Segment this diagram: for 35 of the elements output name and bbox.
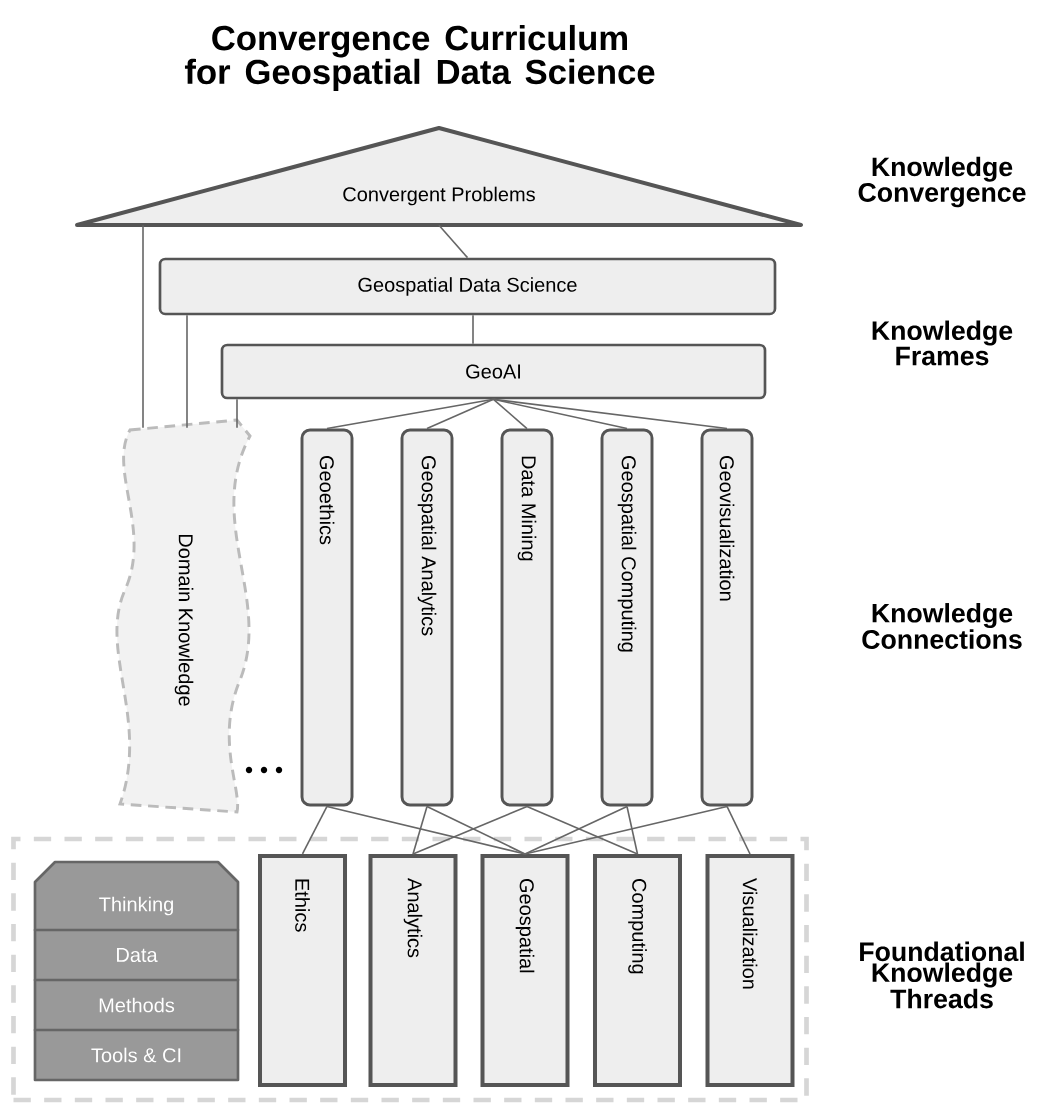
- thread-box: Analytics: [368, 854, 458, 1087]
- connector-line: [524, 805, 728, 855]
- connector-line: [236, 398, 238, 429]
- pillar-box: Data Mining: [500, 428, 554, 807]
- dashed-group-frame: [11, 836, 809, 1103]
- connector-line: [186, 314, 188, 429]
- title: Convergence Curriculum for Geospatial Data Science: [184, 24, 655, 92]
- connector-line: [412, 805, 428, 855]
- connector-line: [301, 805, 328, 855]
- section-label: Foundational Knowledge Threads: [860, 941, 1024, 1009]
- thread-box: Visualization: [705, 854, 795, 1087]
- pillar-box: Geoethics: [300, 428, 354, 807]
- thread-box: Ethics: [258, 854, 347, 1087]
- roof-triangle: Convergent Problems: [75, 126, 803, 227]
- pillar-box: Geospatial Analytics: [400, 428, 454, 807]
- pillar-box: Geovisualization: [700, 428, 754, 807]
- section-label: Knowledge Convergence: [858, 156, 1026, 208]
- thread-box: Computing: [593, 854, 682, 1087]
- thread-box: Geospatial: [480, 854, 570, 1087]
- connector-line: [472, 314, 474, 345]
- connector-line: [626, 805, 639, 855]
- connector-line: [492, 398, 728, 430]
- section-label: Knowledge Frames: [872, 320, 1013, 366]
- frame-box: GeoAI: [220, 343, 767, 400]
- connector-line: [492, 398, 528, 430]
- connector-line: [426, 398, 495, 430]
- pillar-box: Geospatial Computing: [600, 428, 654, 807]
- stack-layer: Thinking: [33, 860, 240, 932]
- connector-line: [438, 224, 469, 259]
- connector-line: [726, 805, 751, 855]
- connector-line: [142, 224, 144, 429]
- connector-line: [492, 398, 628, 430]
- frame-box: Geospatial Data Science: [158, 257, 777, 316]
- domain-banner: Domain Knowledge: [115, 418, 252, 814]
- section-label: Knowledge Connections: [862, 603, 1022, 649]
